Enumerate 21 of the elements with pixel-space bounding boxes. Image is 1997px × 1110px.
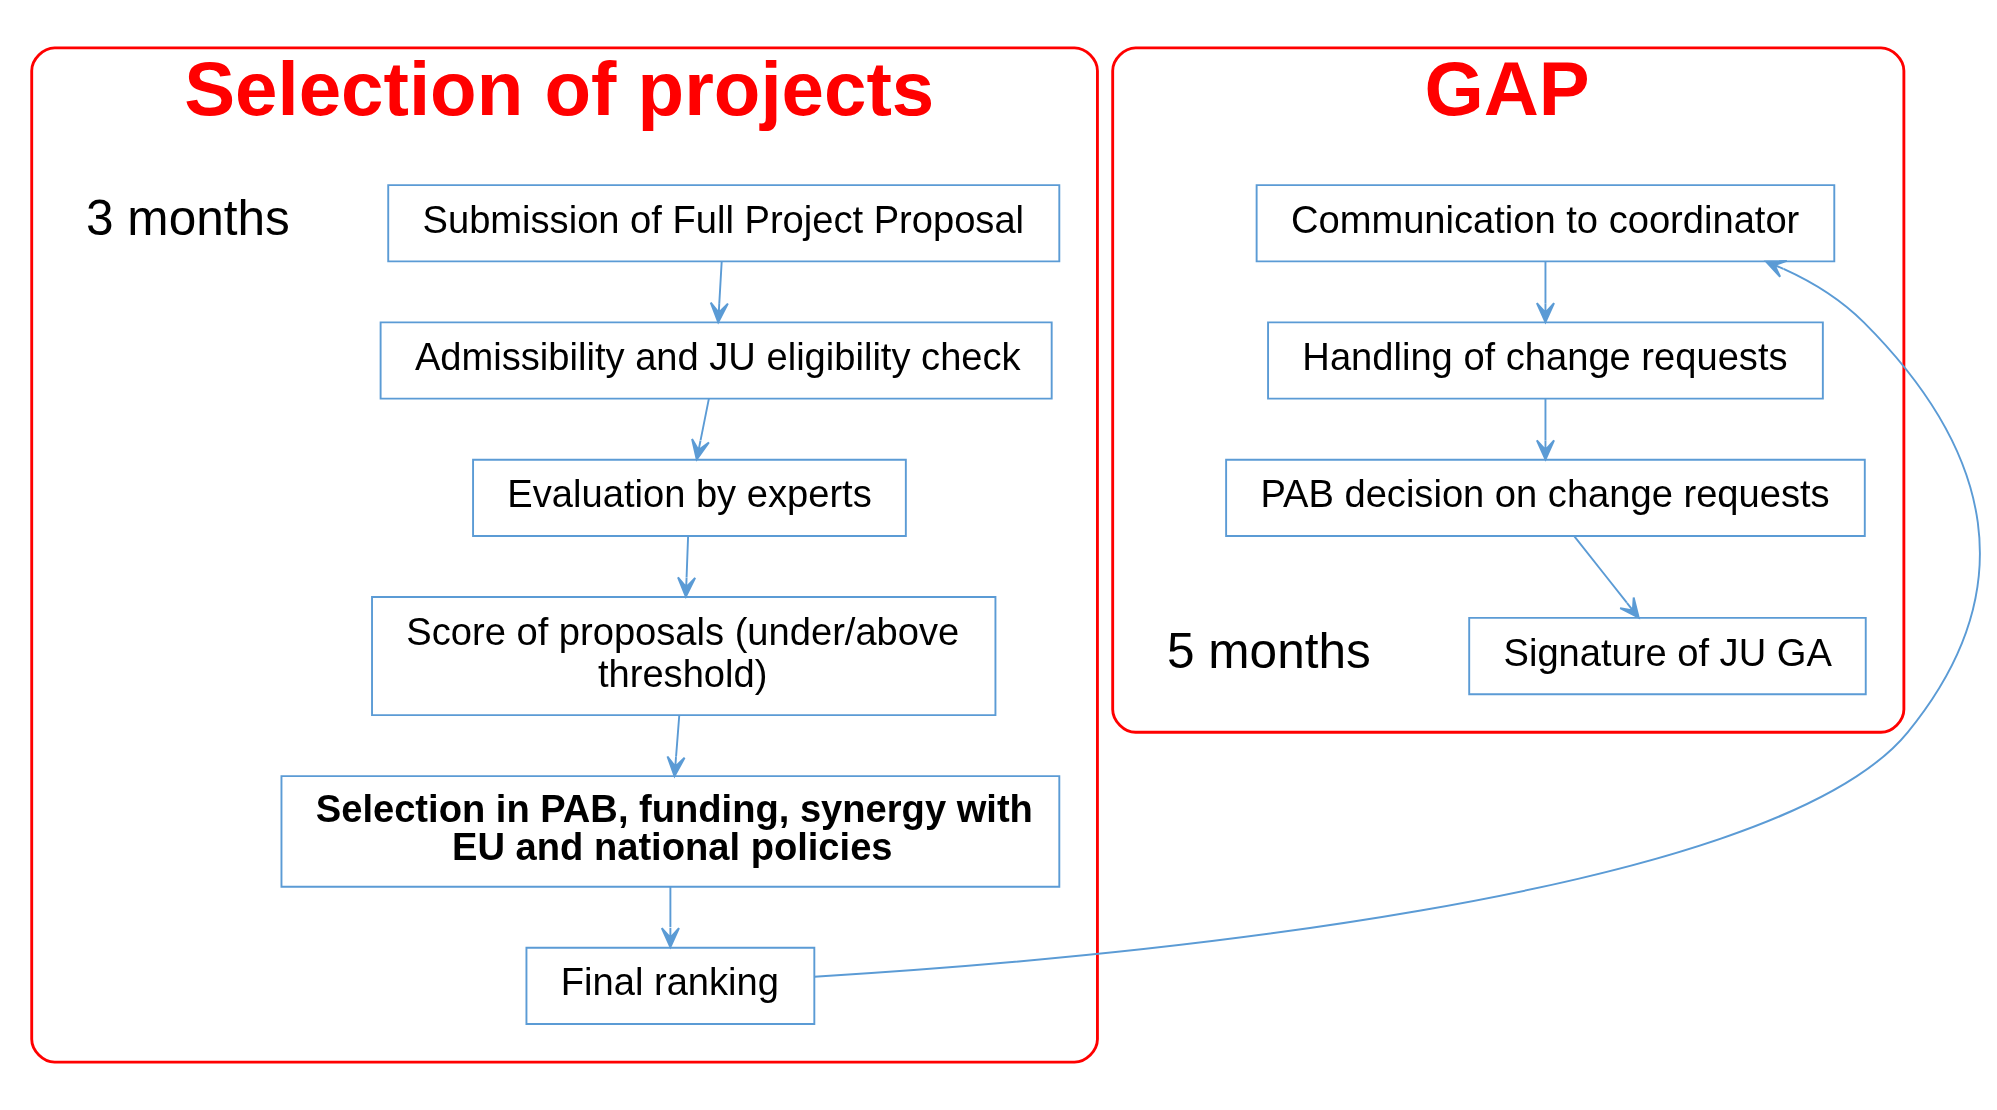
arrow [677, 535, 697, 598]
arrow [1535, 397, 1555, 461]
arrow [1573, 535, 1640, 619]
node-box: Handling of change requests [1267, 321, 1824, 400]
node-box: Communication to coordinator [1255, 184, 1836, 263]
node-box: Final ranking [525, 946, 816, 1025]
node-box: Evaluation by experts [472, 458, 907, 537]
node-box: Signature of JU GA [1468, 616, 1867, 696]
node-label: 3 months [86, 190, 290, 247]
node-box: Selection in PAB, funding, synergy with EU and national policies [280, 775, 1061, 888]
node-box: Submission of Full Project Proposal [387, 184, 1061, 263]
node-label: 5 months [1167, 623, 1371, 680]
arrow [660, 885, 680, 949]
arrow [666, 715, 686, 778]
node-box: Score of proposals (under/above threshold) [371, 596, 997, 717]
arrow [813, 259, 1981, 978]
node-box: PAB decision on change requests [1225, 458, 1866, 537]
arrow [709, 260, 729, 324]
arrow [1535, 260, 1555, 324]
arrow [691, 397, 710, 461]
node-box: Admissibility and JU eligibility check [379, 321, 1053, 400]
